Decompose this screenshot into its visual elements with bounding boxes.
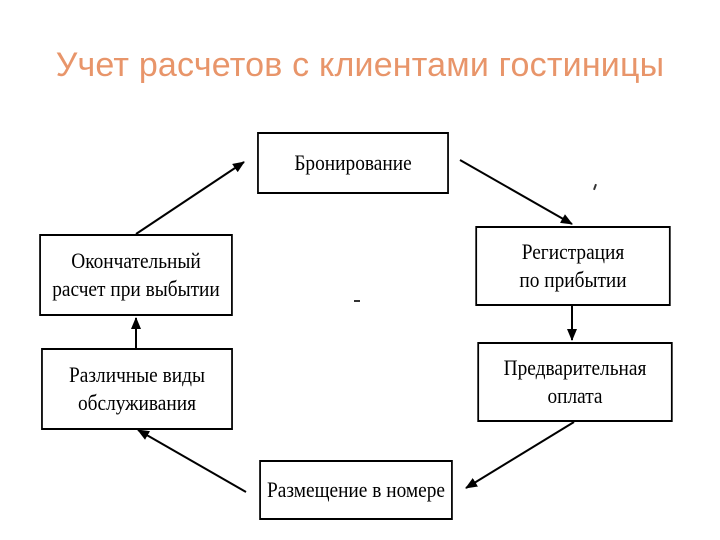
edge-booking-to-registration bbox=[459, 159, 573, 225]
edge-prepayment-to-accommodation bbox=[465, 421, 575, 489]
node-prepayment: Предварительная оплата bbox=[477, 342, 673, 422]
edge-final-payment-to-booking bbox=[135, 161, 245, 235]
node-booking: Бронирование bbox=[257, 132, 449, 194]
scan-speck bbox=[354, 300, 360, 302]
edge-accommodation-to-services bbox=[137, 429, 247, 493]
node-registration: Регистрация по прибытии bbox=[475, 226, 671, 306]
node-services: Различные виды обслуживания bbox=[41, 348, 233, 430]
node-accommodation: Размещение в номере bbox=[259, 460, 453, 520]
page-title: Учет расчетов с клиентами гостиницы bbox=[55, 46, 665, 84]
node-final-payment: Окончательный расчет при выбытии bbox=[39, 234, 233, 316]
